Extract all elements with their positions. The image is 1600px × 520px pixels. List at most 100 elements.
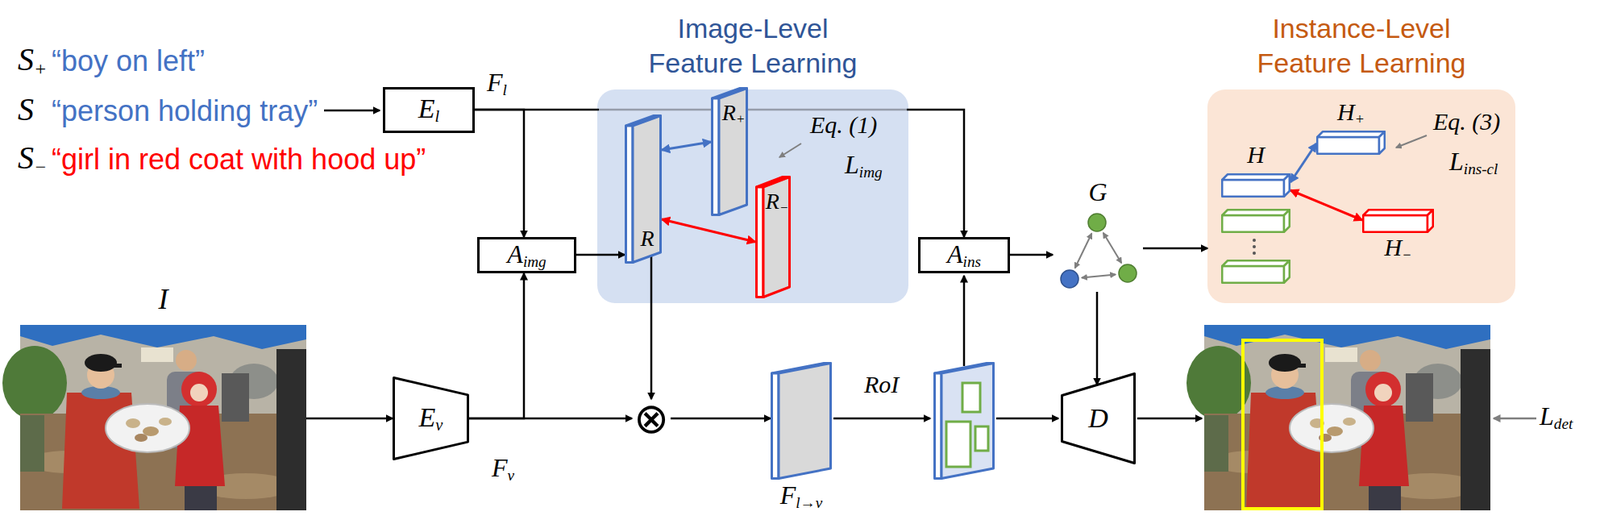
roi-arrow [833, 417, 931, 420]
ellipsis-dot [1252, 238, 1256, 242]
shape-outline [770, 361, 832, 480]
slab-face [778, 363, 832, 479]
leader-arrow [779, 143, 802, 158]
label-anchor: “person holding tray” [51, 96, 318, 126]
text-label: RoI [864, 370, 899, 398]
text-label: Fl [486, 69, 508, 98]
cube-front [1363, 215, 1428, 233]
ellipsis-dot [1252, 251, 1256, 255]
feature-slab: R+ [710, 87, 749, 217]
cube-side [1284, 174, 1290, 197]
feature-slab: R [624, 114, 662, 264]
input-image-frame: I [20, 324, 307, 511]
connector [576, 253, 625, 257]
polygon-part [941, 363, 994, 479]
text-label: S [17, 91, 34, 128]
text-label: Eq. (1) [810, 111, 877, 138]
connector [661, 141, 711, 150]
label-anchor: S+ [17, 43, 47, 79]
node-label: H− [1362, 235, 1434, 262]
connector [661, 219, 756, 242]
cube-top [1221, 174, 1290, 180]
instance-feature: H [1221, 173, 1291, 198]
node-label: ⊗ [633, 397, 670, 440]
trapezoid [1062, 374, 1135, 464]
attention-box: Aimg [477, 236, 577, 274]
connector [1096, 291, 1099, 385]
text-label: “person holding tray” [51, 94, 318, 128]
graph-group: G [1052, 178, 1143, 292]
roi-up-arrow [963, 275, 966, 366]
graph-link [1103, 232, 1123, 263]
shape-outline [1221, 173, 1291, 198]
panel-title: Instance-Level Feature Learning [1240, 11, 1483, 81]
input-photo [2, 324, 307, 511]
query-arrow [324, 109, 380, 113]
shape-outline [1362, 208, 1434, 233]
rect-part [946, 421, 971, 467]
shape-outline [1316, 130, 1386, 155]
polygon-part [1284, 260, 1290, 283]
node-label: El [418, 95, 440, 125]
loss-arrow [1493, 417, 1537, 420]
node-label: Ains [947, 241, 981, 270]
instance-feature: H− [1362, 208, 1434, 233]
node-label: H [1221, 142, 1291, 167]
label-anchor: Fl [486, 69, 508, 99]
text-label: S+ [17, 43, 47, 79]
text-label: Ldet [1539, 403, 1573, 432]
feature-slab: Fl→v [770, 361, 832, 480]
node-label: H+ [1316, 99, 1386, 127]
panel-title: Image-Level Feature Learning [631, 11, 874, 81]
label-anchor: Lins-cl [1449, 148, 1498, 178]
polygon-part [1221, 265, 1285, 283]
node-label: R− [763, 190, 791, 216]
ellipsis-dot [1252, 245, 1256, 249]
text-label: Limg [844, 151, 883, 180]
connector [1009, 253, 1053, 257]
cube-front [1221, 179, 1285, 197]
polygon-part [1221, 209, 1290, 216]
rect-part [975, 426, 989, 451]
connector [469, 417, 632, 420]
node-label: G [1052, 178, 1143, 205]
connector [474, 109, 524, 237]
leader-arrow [1396, 135, 1427, 148]
node-label: Fl→v [770, 482, 832, 511]
attention-box: Ains [918, 236, 1010, 274]
label-anchor: Eq. (3) [1433, 109, 1501, 134]
rect-part [962, 382, 981, 412]
cube-side [1427, 209, 1434, 233]
label-anchor: S− [17, 141, 47, 177]
cube-front [1317, 137, 1380, 154]
connector [670, 417, 771, 420]
node-label: D [1088, 404, 1109, 433]
node-label: Ev [419, 403, 444, 434]
node-label: Aimg [507, 241, 546, 270]
instance-feature: H+ [1316, 130, 1386, 155]
polygon-part [1221, 260, 1290, 266]
multiply-symbol: ⊗ [631, 398, 671, 438]
label-anchor: “girl in red coat with hood up” [51, 145, 426, 175]
node-label: I [20, 284, 307, 314]
polygon-part [1221, 215, 1285, 233]
trapezoid [394, 378, 469, 460]
instance-feature [1221, 209, 1290, 233]
instance-feature [1221, 260, 1290, 283]
connector [1290, 143, 1317, 183]
cube-top [1363, 209, 1434, 216]
detection-box [1242, 340, 1322, 509]
label-anchor: Ldet [1539, 403, 1573, 433]
roi-feature-slab [935, 363, 994, 479]
text-label: Lins-cl [1449, 148, 1498, 177]
label-anchor: Fv [491, 454, 515, 484]
label-anchor: Limg [844, 151, 883, 181]
decoder-trapezoid: D [1060, 372, 1136, 465]
node-label: R [632, 227, 662, 250]
output-arrow [1137, 417, 1202, 420]
cube-side [1379, 131, 1385, 154]
encoder-box: El [382, 87, 475, 133]
graph-node [1060, 270, 1079, 288]
text-label: “boy on left” [51, 44, 205, 78]
graph-node [1118, 264, 1137, 283]
